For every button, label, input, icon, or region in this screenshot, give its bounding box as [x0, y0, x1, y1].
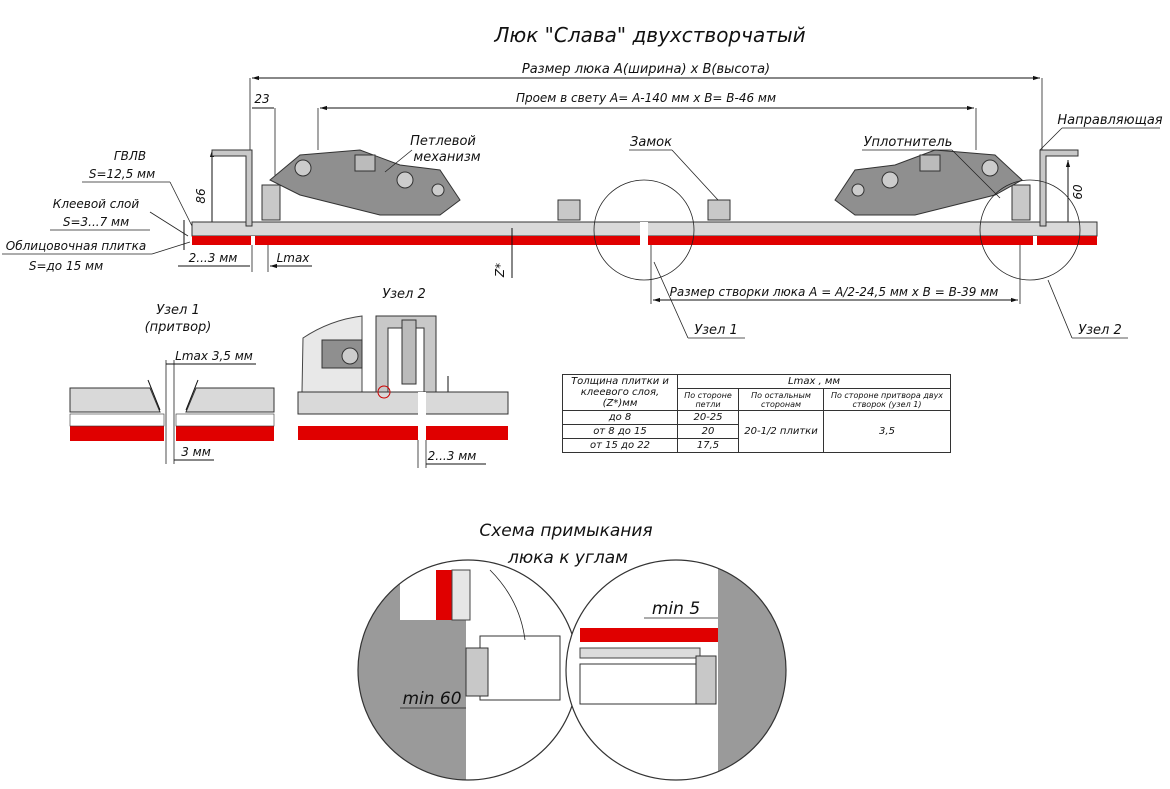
- svg-text:min 60: min 60: [402, 689, 461, 709]
- dim-60: 60: [1065, 160, 1085, 230]
- page-title: Люк "Слава" двухстворчатый: [493, 23, 805, 47]
- svg-text:механизм: механизм: [413, 150, 480, 165]
- node-references: Узел 1 Узел 2: [653, 261, 1128, 339]
- hinge-mechanism-left: [269, 149, 461, 216]
- svg-text:2...3 мм: 2...3 мм: [189, 251, 238, 265]
- lock-right: [707, 199, 731, 221]
- svg-text:min 5: min 5: [652, 599, 700, 619]
- corner-detail-left: min 60: [357, 559, 579, 781]
- svg-text:Направляющая: Направляющая: [1057, 113, 1162, 128]
- lock-left: [557, 199, 581, 221]
- svg-text:S=до 15 мм: S=до 15 мм: [29, 259, 103, 273]
- svg-text:Lmax: Lmax: [277, 251, 311, 265]
- node-1-detail: Узел 1 (притвор) Lmax 3,5 мм 3 мм: [69, 303, 275, 464]
- svg-text:ГВЛВ: ГВЛВ: [114, 149, 146, 163]
- lmax-table: Толщина плитки и клеевого слоя, (Z*)мм L…: [562, 373, 951, 453]
- row-hinge: 17,5: [677, 438, 739, 453]
- svg-text:Размер створки люка А = А/2-24: Размер створки люка А = А/2-24,5 мм х В …: [670, 285, 999, 299]
- corner-title-1: Схема примыкания: [479, 521, 652, 541]
- node-2-detail: Узел 2 2...3 мм: [297, 287, 509, 468]
- svg-text:Замок: Замок: [630, 135, 672, 150]
- header-hinge-side: По стороне петли: [677, 388, 739, 411]
- svg-text:Узел 2: Узел 2: [1078, 323, 1122, 338]
- svg-text:Клеевой слой: Клеевой слой: [53, 197, 140, 211]
- dim-23: 23: [252, 92, 276, 180]
- row-hinge: 20: [677, 424, 739, 439]
- svg-text:3 мм: 3 мм: [181, 445, 211, 459]
- svg-text:2...3 мм: 2...3 мм: [428, 449, 477, 463]
- svg-text:Облицовочная плитка: Облицовочная плитка: [6, 239, 146, 253]
- header-other-sides: По остальным сторонам: [738, 388, 824, 411]
- svg-text:Петлевой: Петлевой: [410, 134, 476, 149]
- header-thickness: Толщина плитки и клеевого слоя, (Z*)мм: [562, 374, 678, 411]
- svg-text:(притвор): (притвор): [145, 320, 212, 335]
- hinge-mechanism-right: [834, 149, 1023, 216]
- dim-86: 86: [194, 150, 215, 230]
- row-range: от 8 до 15: [562, 424, 678, 439]
- svg-text:Lmax 3,5 мм: Lmax 3,5 мм: [175, 349, 253, 363]
- bottom-dims-main: 2...3 мм Lmax Z*: [178, 228, 513, 278]
- svg-text:Уплотнитель: Уплотнитель: [864, 135, 953, 150]
- clear-opening-label: Проем в свету А= А-140 мм х В= В-46 мм: [516, 91, 776, 105]
- svg-text:Узел 1: Узел 1: [694, 323, 738, 338]
- corner-title-2: люка к углам: [507, 548, 628, 568]
- main-section: [191, 149, 1098, 281]
- svg-text:S=12,5 мм: S=12,5 мм: [89, 167, 155, 181]
- corner-detail-right: min 5: [565, 559, 787, 781]
- row-range: до 8: [562, 410, 678, 425]
- svg-text:S=3...7 мм: S=3...7 мм: [63, 215, 129, 229]
- node-1-circle: [593, 179, 695, 281]
- row-hinge: 20-25: [677, 410, 739, 425]
- overall-dimension: Размер люка А(ширина) х В(высота): [249, 62, 1043, 230]
- node1-value: 3,5: [823, 410, 951, 453]
- svg-text:60: 60: [1071, 184, 1085, 200]
- clear-opening-dimension: Проем в свету А= А-140 мм х В= В-46 мм: [317, 91, 977, 150]
- svg-text:Z*: Z*: [493, 263, 507, 278]
- svg-text:23: 23: [254, 92, 269, 106]
- header-lmax: Lmax , мм: [677, 373, 951, 390]
- left-callouts: ГВЛВ S=12,5 мм Клеевой слой S=3...7 мм О…: [2, 149, 193, 273]
- svg-text:Узел 2: Узел 2: [382, 287, 426, 302]
- sash-dimension: Размер створки люка А = А/2-24,5 мм х В …: [650, 245, 1021, 304]
- top-callouts: Петлевой механизм Замок Уплотнитель Напр…: [384, 113, 1163, 201]
- other-sides-value: 20-1/2 плитки: [738, 410, 824, 453]
- svg-text:86: 86: [194, 188, 208, 204]
- node-2-circle: [979, 179, 1081, 281]
- overall-size-label: Размер люка А(ширина) х В(высота): [522, 62, 770, 77]
- svg-text:Узел 1: Узел 1: [156, 303, 200, 318]
- header-node1-side: По стороне притвора двух створок (узел 1…: [823, 388, 951, 411]
- row-range: от 15 до 22: [562, 438, 678, 453]
